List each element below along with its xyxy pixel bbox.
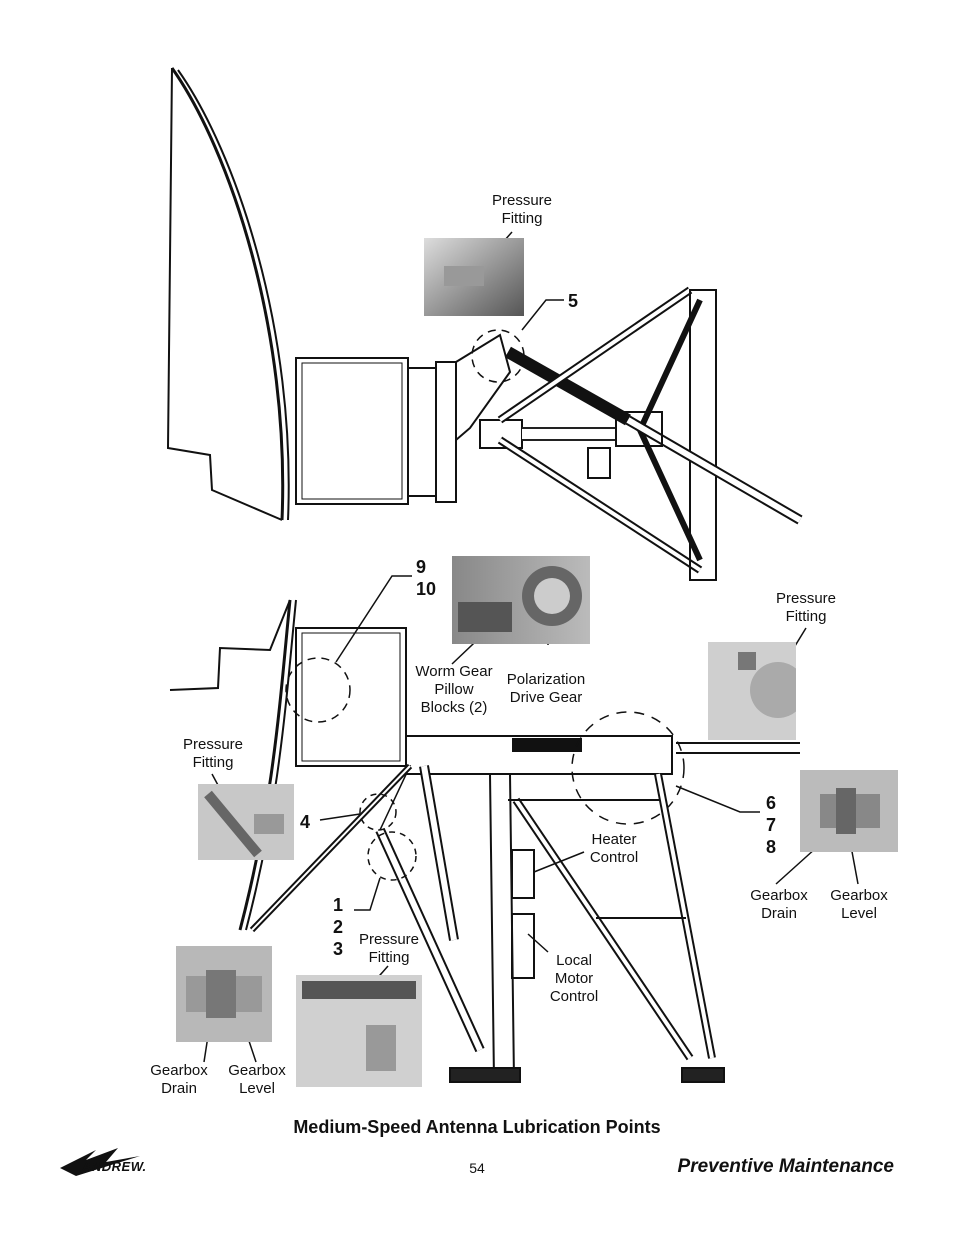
label-pressure-fitting-bottom: Pressure Fitting <box>358 931 420 966</box>
logo-text: ANDREW. <box>82 1159 147 1174</box>
gearbox-photo-right <box>800 770 898 852</box>
gearbox-photo-left <box>176 946 272 1042</box>
label-gearbox-drain-left: Gearbox Drain <box>150 1062 208 1097</box>
callout-6-7-8: 6 7 8 <box>766 793 777 857</box>
label-gearbox-drain-right: Gearbox Drain <box>750 887 808 922</box>
label-polarization-drive-gear: Polarization Drive Gear <box>506 671 586 706</box>
callout-1-2-3: 1 2 3 <box>333 895 344 959</box>
pressure-fitting-photo-bottom <box>296 975 422 1087</box>
andrew-logo-icon <box>60 1148 140 1176</box>
pressure-fitting-photo-left <box>198 784 294 860</box>
pressure-fitting-photo-right <box>708 642 796 740</box>
figure-caption: Medium-Speed Antenna Lubrication Points <box>293 1117 661 1137</box>
label-heater-control: Heater Control <box>589 831 639 866</box>
callout-9-10: 9 10 <box>416 557 437 599</box>
label-gearbox-level-right: Gearbox Level <box>830 887 888 922</box>
callout-5: 5 <box>568 291 579 311</box>
page-number: 54 <box>469 1160 485 1176</box>
label-pressure-fitting-right: Pressure Fitting <box>775 590 837 625</box>
label-worm-gear-pillow-blocks: Worm Gear Pillow Blocks (2) <box>415 663 493 716</box>
pressure-fitting-photo-top <box>424 238 524 316</box>
label-pressure-fitting-left: Pressure Fitting <box>182 736 244 771</box>
polarization-drive-photo <box>452 556 590 644</box>
label-gearbox-level-left: Gearbox Level <box>228 1062 286 1097</box>
callout-4: 4 <box>300 812 311 832</box>
label-pressure-fitting-top: Pressure Fitting <box>491 192 553 227</box>
label-local-motor-control: Local Motor Control <box>549 952 599 1005</box>
section-title: Preventive Maintenance <box>677 1156 894 1177</box>
